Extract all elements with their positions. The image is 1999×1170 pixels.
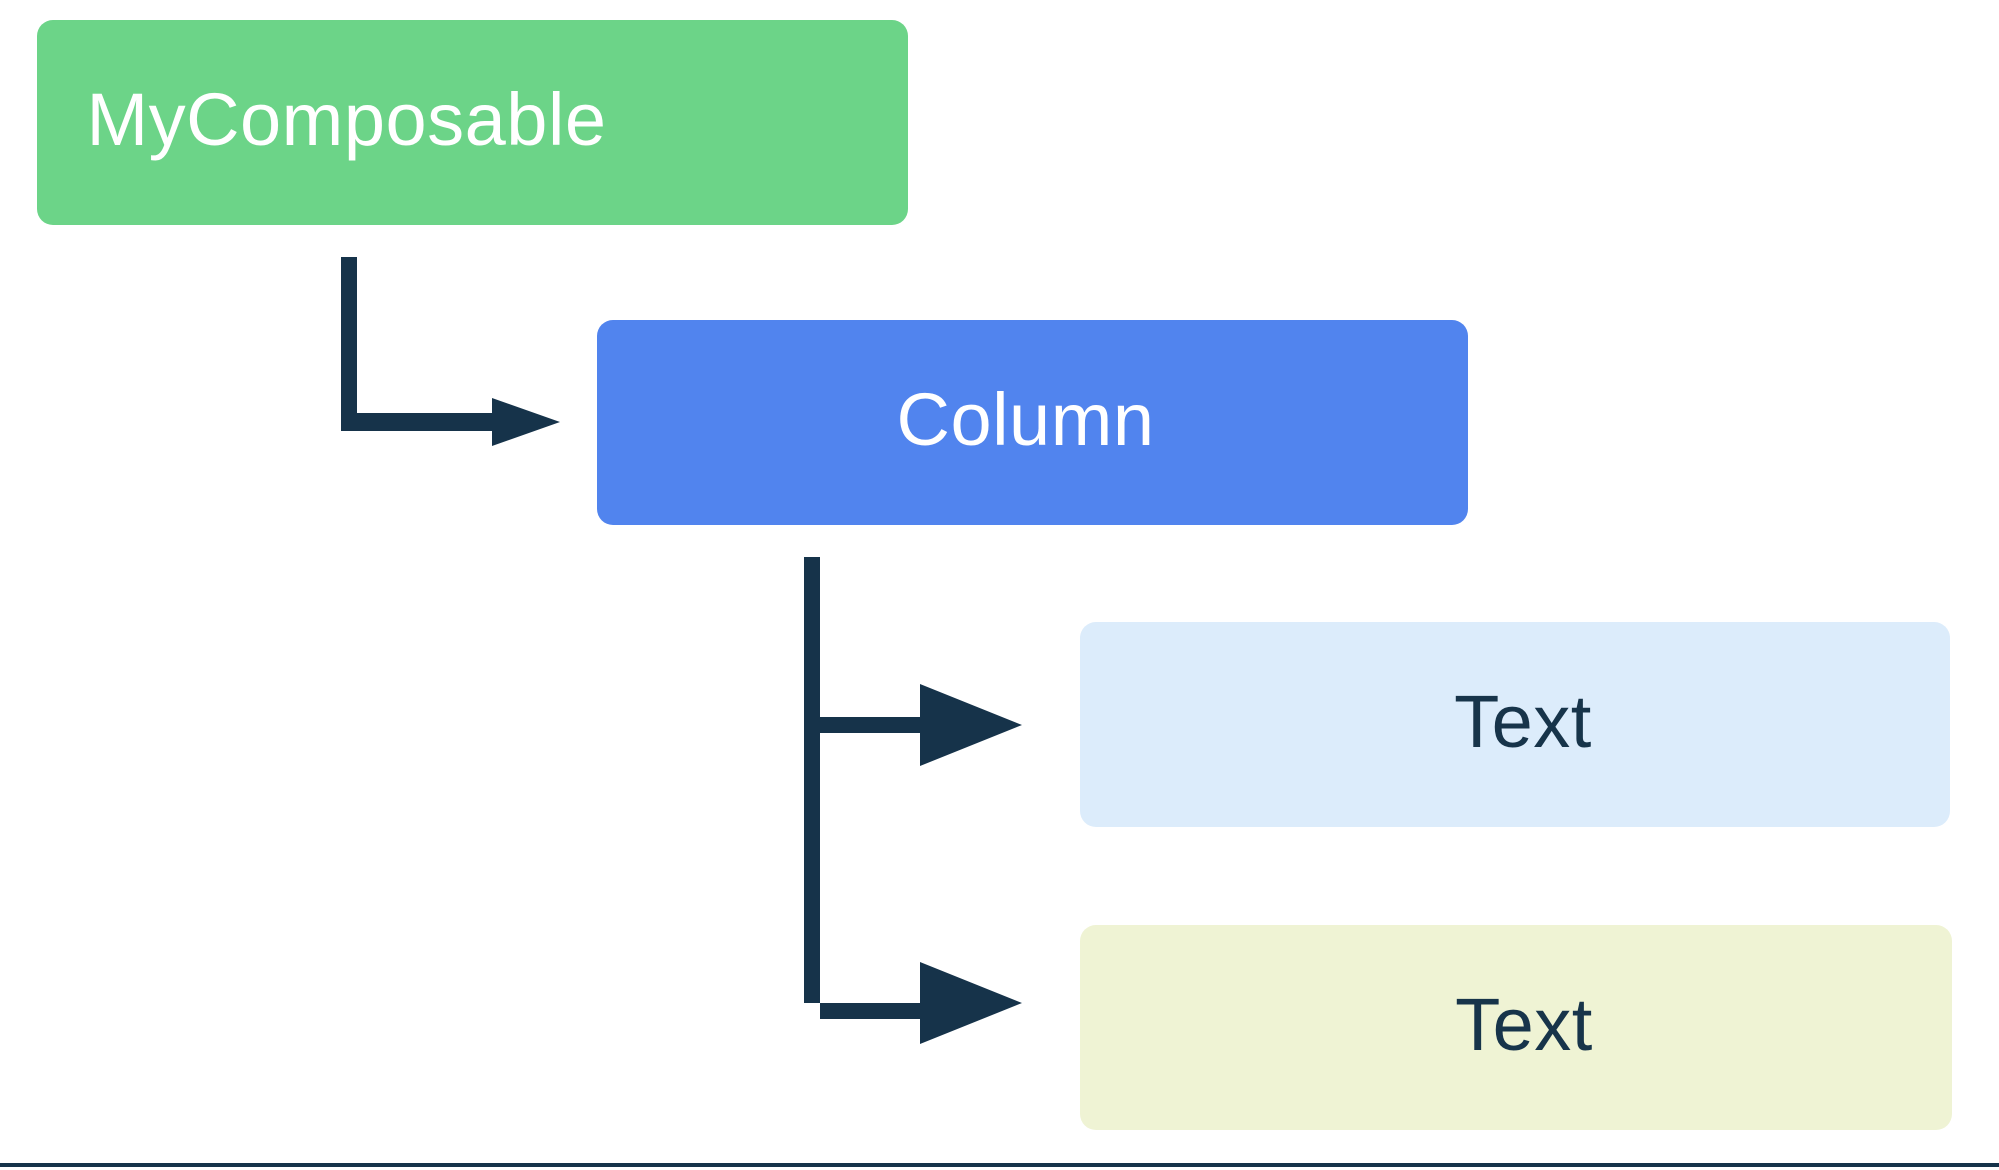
node-mycomposable[interactable]: MyComposable (37, 20, 908, 225)
node-text-1-label: Text (1454, 679, 1592, 763)
node-mycomposable-label: MyComposable (86, 77, 607, 161)
node-column[interactable]: Column (597, 320, 1468, 525)
node-column-label: Column (896, 377, 1155, 461)
baseline-divider (0, 1163, 1999, 1167)
edge-column-to-text-2 (804, 717, 1022, 1044)
node-text-1[interactable]: Text (1080, 622, 1950, 827)
edge-column-to-text-1 (804, 557, 1022, 766)
edge-root-to-column (341, 257, 560, 446)
node-text-2[interactable]: Text (1080, 925, 1952, 1130)
node-text-2-label: Text (1455, 982, 1593, 1066)
